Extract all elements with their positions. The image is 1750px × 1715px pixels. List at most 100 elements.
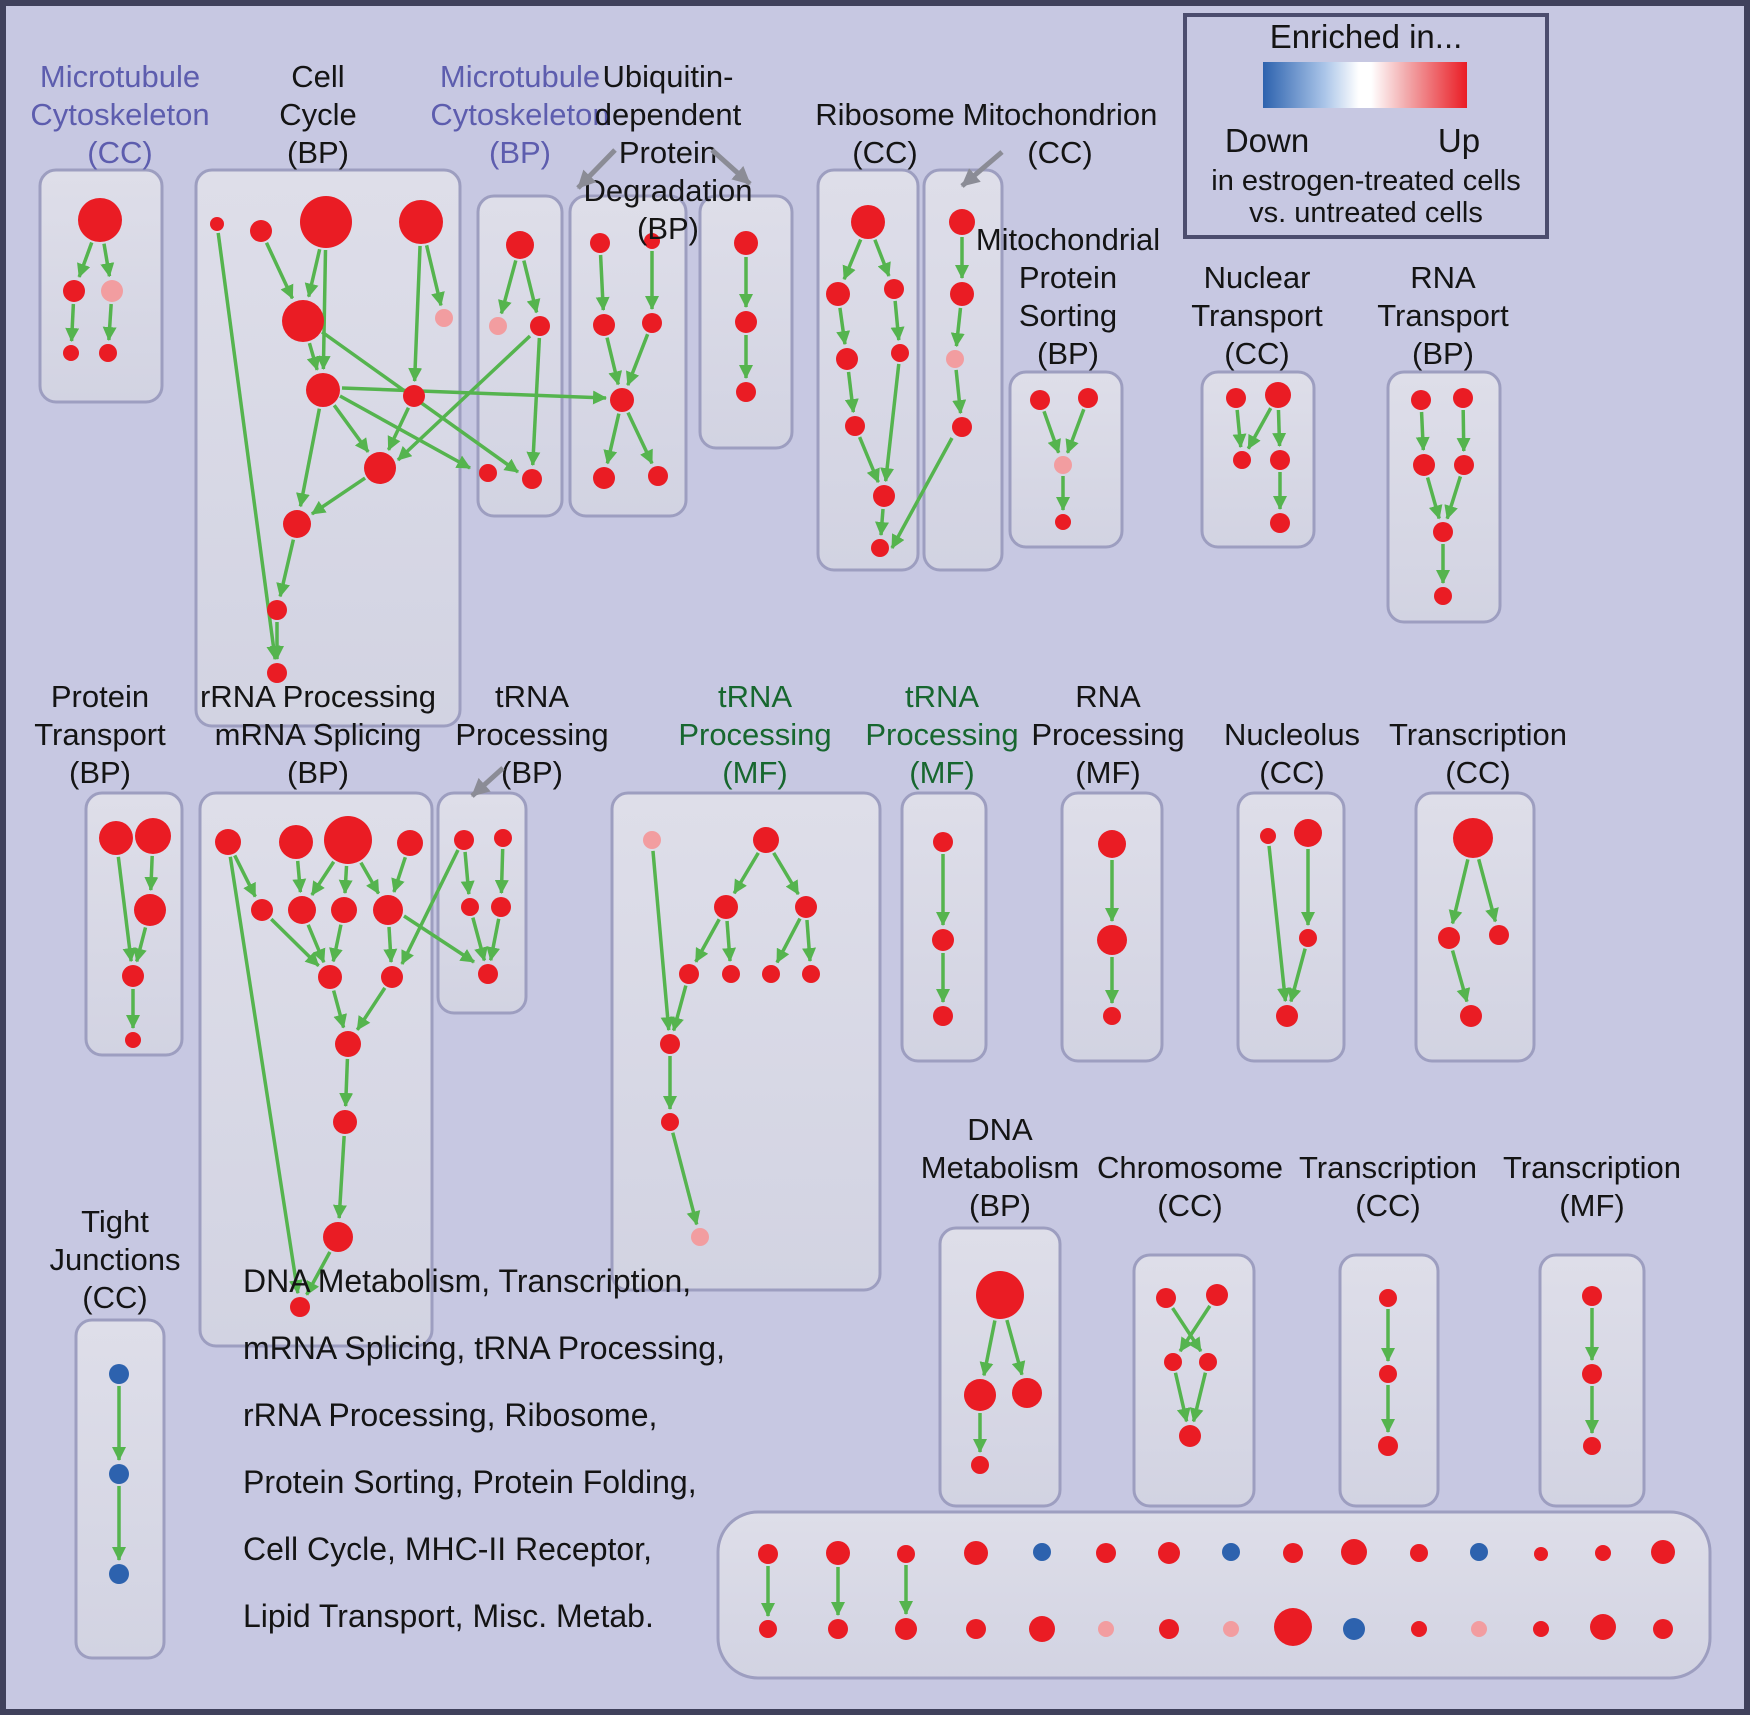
go-term-node-red [593,467,615,489]
go-term-node-red [1199,1353,1217,1371]
cluster-label-line: (BP) [637,211,699,246]
go-term-node-red [971,1456,989,1474]
go-edge [952,369,967,415]
go-term-node-red [1460,1005,1482,1027]
go-term-node-red [897,1545,915,1563]
go-term-node-red [1164,1353,1182,1371]
go-term-node-red [736,382,756,402]
go-term-node-red [845,416,865,436]
go-edge [77,241,94,278]
go-edge [1450,950,1471,1003]
go-edge [408,245,423,383]
cluster-box-miscellaneous-clusters [716,1510,1712,1680]
go-term-node-red [1582,1364,1602,1384]
go-term-node-red [1156,1288,1176,1308]
go-term-node-pink [1098,1621,1114,1637]
go-term-node-red [952,417,972,437]
go-edge [1173,1372,1191,1423]
go-term-node-red [1533,1621,1549,1637]
legend-subtitle-line: in estrogen-treated cells [1211,165,1521,197]
go-term-node-red [1433,522,1453,542]
cluster-label-line: (MF) [1075,755,1140,790]
go-edge [486,918,501,962]
cluster-label-chromosome-cc: Chromosome(CC) [1097,1150,1283,1223]
go-edge [270,917,320,968]
go-term-node-red [1590,1614,1616,1640]
go-edge [306,342,321,371]
go-term-node-red [795,896,817,918]
go-term-node-red [1489,925,1509,945]
go-term-node-red [478,964,498,984]
go-term-node-red [323,1222,353,1252]
go-term-node-blue [1343,1618,1365,1640]
cluster-label-line: (CC) [1355,1188,1420,1223]
go-term-node-red [871,539,889,557]
cluster-label-line: (BP) [287,755,349,790]
go-term-node-red [753,827,779,853]
go-term-node-red [1260,828,1276,844]
go-edge [331,990,347,1029]
go-edge [332,1135,347,1220]
go-edge [359,861,381,895]
cluster-label-line: DNA [967,1112,1033,1147]
cluster-box-ubiquitin-protein-degradation-bp-cluster [568,194,688,518]
go-term-node-red [78,198,122,242]
cluster-label-line: Transport [1191,298,1323,333]
go-term-node-red [251,899,273,921]
go-term-node-red [644,233,660,249]
go-edge [100,243,115,278]
go-term-node-red [891,344,909,362]
cluster-label-line: Mitochondrial [976,222,1160,257]
cluster-label-line: Metabolism [921,1150,1080,1185]
go-term-node-red [1454,455,1474,475]
cluster-label-line: Ubiquitin- [603,59,734,94]
legend-gradient-bar [1263,62,1467,108]
go-edge [670,985,688,1032]
cluster-label-line: rRNA Processing [200,679,436,714]
legend-subtitle-line: vs. untreated cells [1249,197,1483,229]
cluster-label-line: tRNA [718,679,792,714]
go-term-node-red [1341,1539,1367,1565]
go-term-node-red [593,314,615,336]
cluster-label-line: RNA [1075,679,1141,714]
go-term-node-red [399,200,443,244]
go-term-node-red [461,898,479,916]
go-term-node-red [1030,390,1050,410]
misc-cluster-list-line: Lipid Transport, Misc. Metab. [243,1598,654,1634]
go-term-node-red [836,348,858,370]
go-edge [1246,407,1273,450]
go-term-node-red [335,1031,361,1057]
layer-boxes [38,168,1712,1680]
go-edge [844,371,859,414]
go-term-node-red [494,829,512,847]
go-edge [471,917,488,962]
cluster-label-line: Transcription [1299,1150,1477,1185]
misc-cluster-list: DNA Metabolism, Transcription,mRNA Splic… [243,1263,725,1634]
go-edge [694,918,721,963]
cluster-box-trna-processing-mf-small [900,791,988,1063]
label-pointer-arrow [470,766,505,798]
go-term-node-pink [643,831,661,849]
go-term-node-red [1012,1378,1042,1408]
go-edge [316,249,331,371]
cluster-box-transcription-cc-upper [1414,791,1536,1063]
go-edge [102,303,117,342]
go-term-node-red [1097,925,1127,955]
go-term-node-red [1098,830,1126,858]
go-edge [722,920,737,963]
go-term-node-red [122,965,144,987]
go-term-node-red [381,966,403,988]
cluster-label-line: Transcription [1503,1150,1681,1185]
go-term-node-red [1434,587,1452,605]
go-term-node-red [590,233,610,253]
cluster-label-line: (CC) [1157,1188,1222,1223]
go-term-node-pink [1471,1621,1487,1637]
go-term-node-red [828,1619,848,1639]
cluster-label-line: (CC) [1224,336,1289,371]
